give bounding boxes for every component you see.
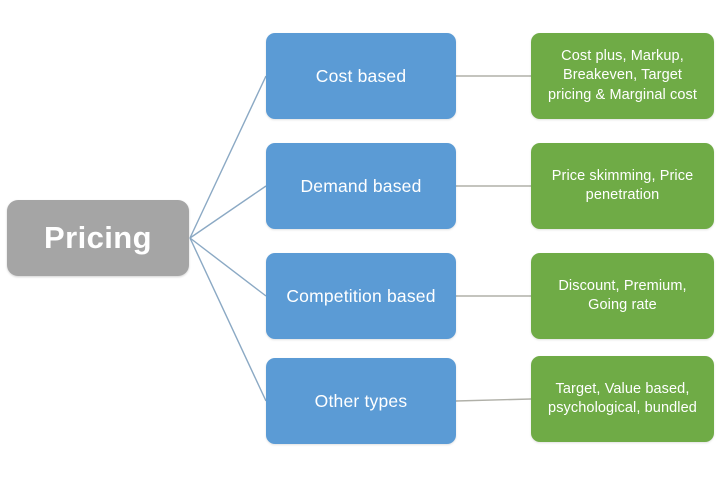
category-node-demand-based[interactable]: Demand based (266, 143, 456, 229)
connector-other-types-to-detail (455, 398, 532, 402)
category-node-label: Other types (314, 390, 408, 411)
detail-node-cost-based[interactable]: Cost plus, Markup, Breakeven, Target pri… (531, 33, 714, 119)
connector-root-to-cost-based (189, 75, 267, 239)
detail-node-label: Target, Value based, psychological, bund… (548, 380, 697, 416)
connector-root-to-other-types (189, 237, 267, 402)
category-node-label: Cost based (315, 65, 407, 86)
category-node-label: Competition based (286, 285, 436, 306)
detail-node-label: Cost plus, Markup, Breakeven, Target pri… (548, 48, 697, 103)
detail-node-demand-based[interactable]: Price skimming, Price penetration (531, 143, 714, 229)
category-node-cost-based[interactable]: Cost based (266, 33, 456, 119)
detail-node-label: Price skimming, Price penetration (551, 167, 694, 203)
category-node-competition-based[interactable]: Competition based (266, 253, 456, 339)
connector-root-to-demand-based (189, 185, 267, 239)
root-node-pricing[interactable]: Pricing (7, 200, 189, 276)
connector-root-to-competition-based (189, 237, 267, 297)
category-node-other-types[interactable]: Other types (266, 358, 456, 444)
category-node-label: Demand based (300, 175, 422, 196)
detail-node-label: Discount, Premium, Going rate (558, 277, 687, 313)
detail-node-other-types[interactable]: Target, Value based, psychological, bund… (531, 356, 714, 442)
root-node-label: Pricing (44, 220, 152, 255)
detail-node-competition-based[interactable]: Discount, Premium, Going rate (531, 253, 714, 339)
